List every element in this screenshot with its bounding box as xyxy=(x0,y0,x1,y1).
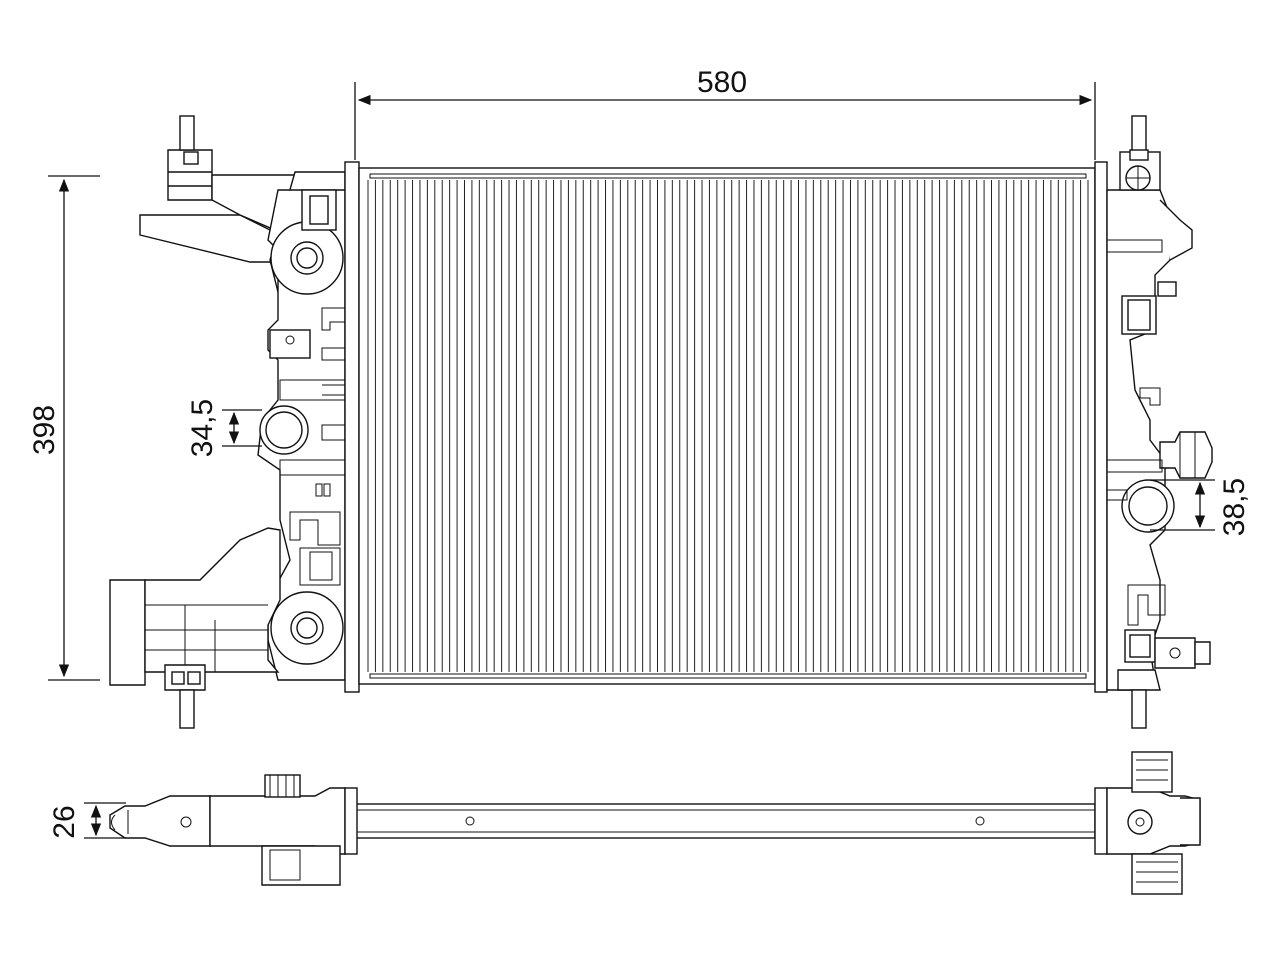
dimension-inlet-label: 34,5 xyxy=(186,399,219,457)
left-tank xyxy=(257,161,360,693)
dimension-outlet: 38,5 xyxy=(1150,478,1251,536)
dimension-depth: 26 xyxy=(48,802,126,839)
right-tank xyxy=(1094,115,1213,729)
left-bottom-bracket xyxy=(109,527,281,729)
dimension-width-label: 580 xyxy=(697,66,747,99)
dimension-inlet: 34,5 xyxy=(186,399,262,457)
dimension-width: 580 xyxy=(354,66,1096,160)
dimension-depth-label: 26 xyxy=(48,805,81,838)
core-fins xyxy=(367,180,1089,672)
radiator-core xyxy=(358,167,1096,685)
top-view xyxy=(109,751,1201,895)
dimension-height: 398 xyxy=(28,175,100,681)
dimension-height-label: 398 xyxy=(28,405,61,455)
front-view xyxy=(109,115,1213,729)
dimension-outlet-label: 38,5 xyxy=(1218,478,1251,536)
